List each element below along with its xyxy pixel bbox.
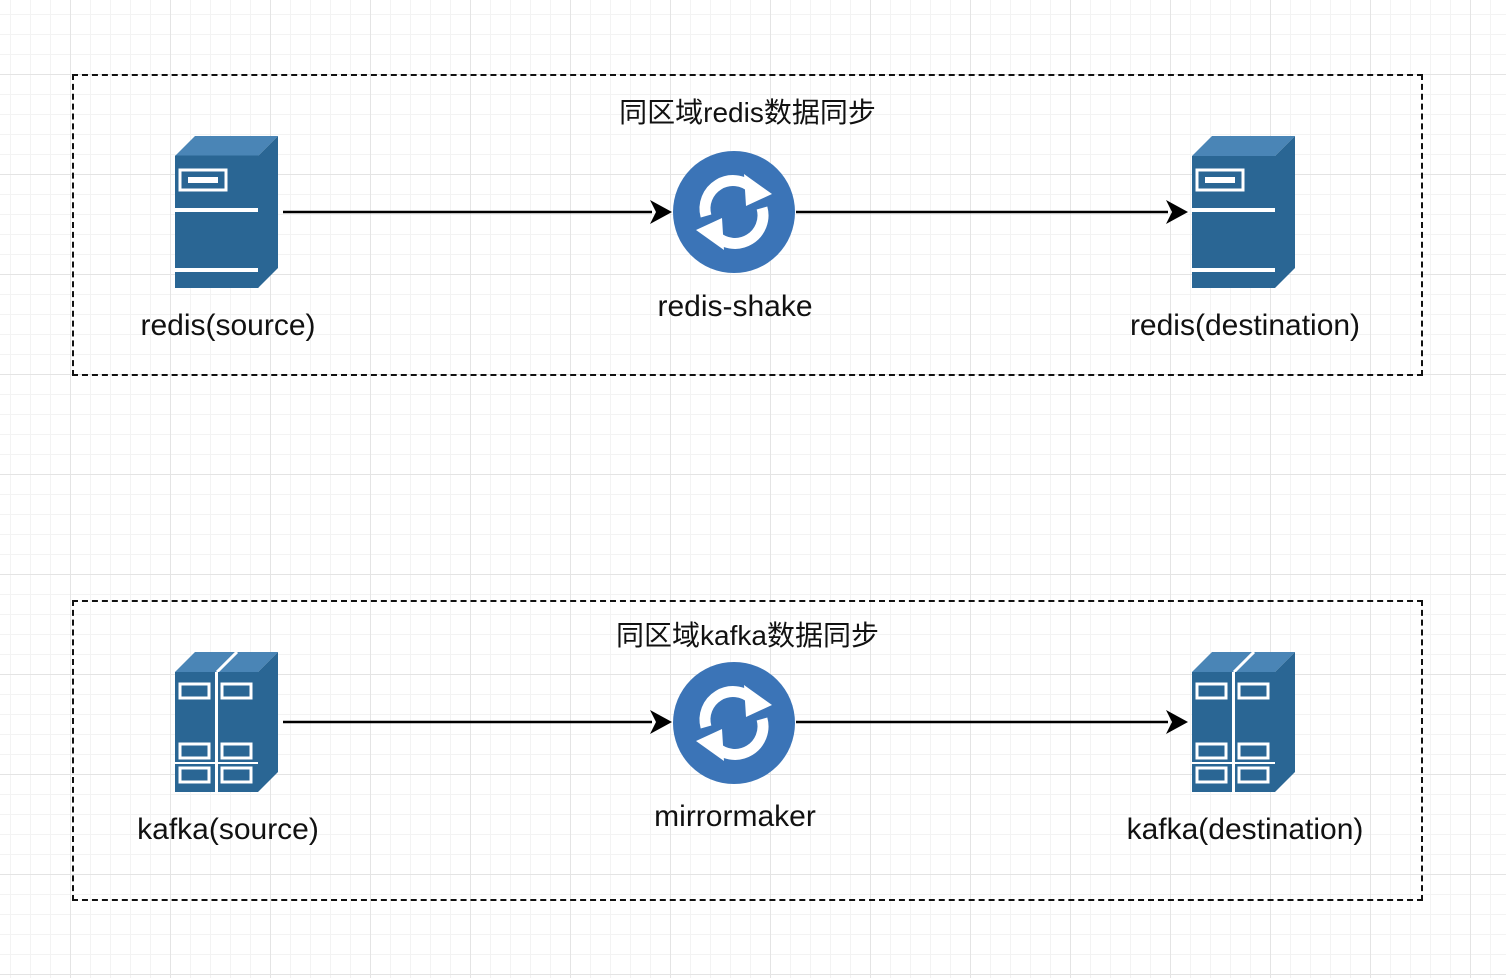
redis-destination-label: redis(destination) xyxy=(1129,309,1361,342)
redis-source-label: redis(source) xyxy=(140,309,316,342)
group-title: 同区域kafka数据同步 xyxy=(616,620,879,651)
mirrormaker-sync-icon[interactable] xyxy=(672,661,796,785)
kafka-source-server-rack-icon[interactable] xyxy=(175,652,278,792)
arrow-redis-source-to-shake[interactable] xyxy=(283,200,672,224)
arrow-shake-to-redis-destination[interactable] xyxy=(796,200,1188,224)
arrow-mirrormaker-to-kafka-destination[interactable] xyxy=(796,710,1188,734)
redis-shake-label: redis-shake xyxy=(657,290,813,323)
kafka-destination-server-rack-icon[interactable] xyxy=(1192,652,1295,792)
redis-shake-sync-icon[interactable] xyxy=(672,150,796,274)
group-title: 同区域redis数据同步 xyxy=(619,97,876,128)
kafka-source-label: kafka(source) xyxy=(137,813,319,846)
kafka-sync-group: 同区域kafka数据同步 xyxy=(72,600,1423,901)
redis-sync-group: 同区域redis数据同步 xyxy=(72,74,1423,376)
arrow-kafka-source-to-mirrormaker[interactable] xyxy=(283,710,672,734)
redis-source-server-icon[interactable] xyxy=(175,136,278,288)
redis-destination-server-icon[interactable] xyxy=(1192,136,1295,288)
kafka-destination-label: kafka(destination) xyxy=(1126,813,1364,846)
mirrormaker-label: mirrormaker xyxy=(654,800,816,833)
